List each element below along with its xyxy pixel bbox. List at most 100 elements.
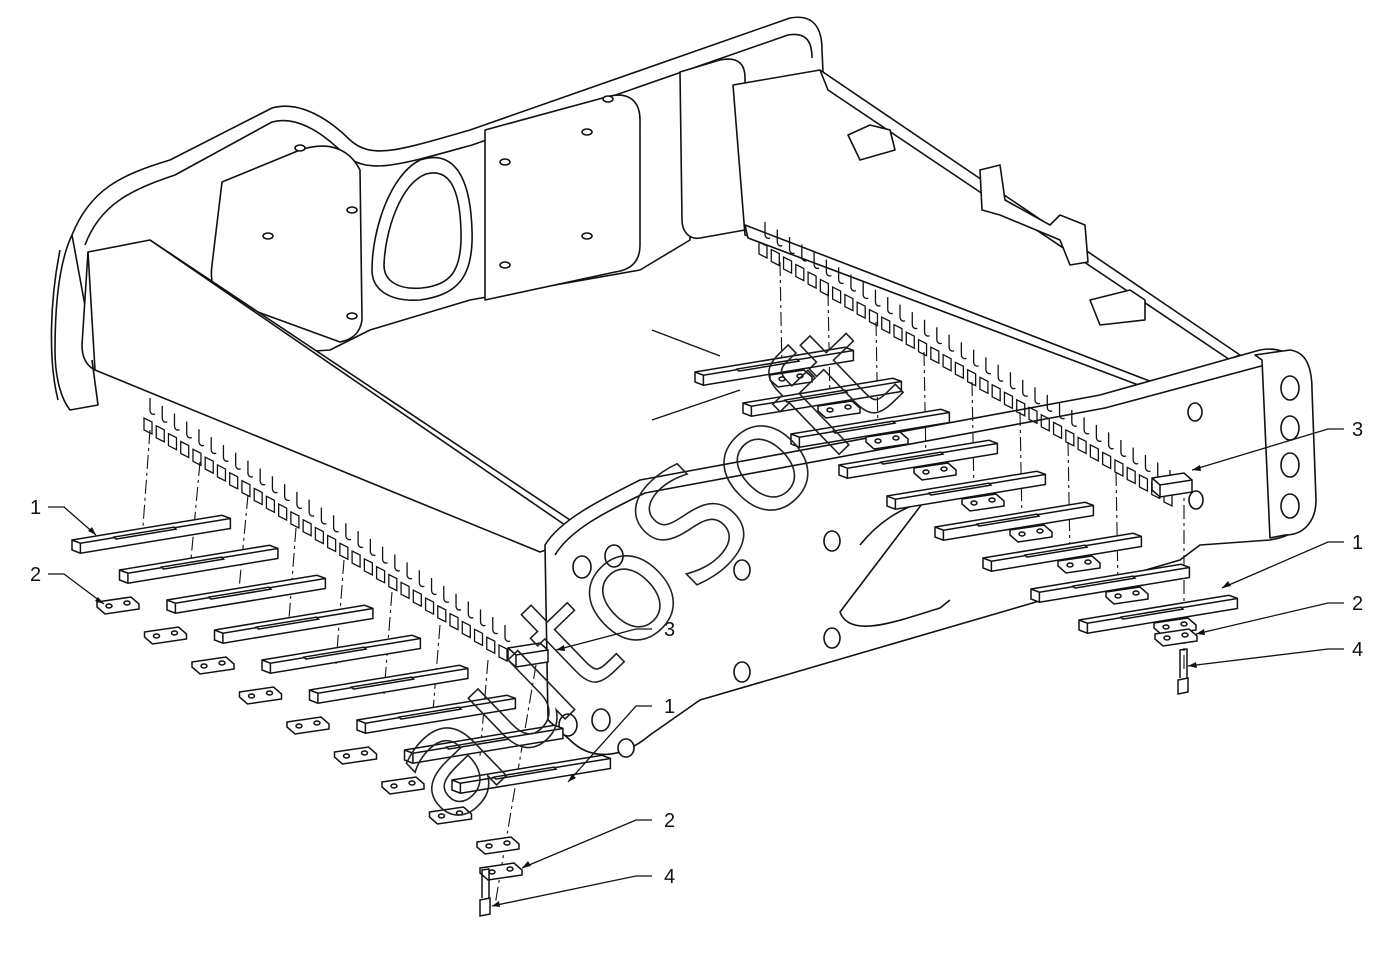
- left-plate-10: [479, 862, 523, 881]
- right-comb-tab-32: [1144, 454, 1151, 472]
- left-comb-tab-20: [381, 546, 388, 564]
- left-slat-9-slot: [492, 766, 558, 780]
- left-comb-tab-16: [332, 515, 339, 533]
- left-slat-8-slot: [444, 736, 511, 750]
- right-comb-tooth-23: [1028, 406, 1038, 425]
- left-comb-tab-22: [406, 562, 413, 580]
- right-plate-8-hole-b: [1132, 590, 1140, 596]
- right-plate-6-hole-b: [1036, 528, 1044, 534]
- left-plate-3: [191, 656, 235, 675]
- dashed-line-16: [1067, 441, 1071, 557]
- left-plate-4-hole-b: [265, 690, 274, 696]
- left-comb-tab-24: [430, 578, 437, 596]
- left-exploded-parts: [71, 514, 612, 881]
- right-slat-5-edge: [886, 473, 1046, 510]
- mounting-holes: [262, 95, 1300, 758]
- left-comb-tooth-5: [192, 448, 202, 467]
- left-comb-tooth-10: [253, 487, 263, 506]
- right-plate-8-hole-a: [1114, 593, 1122, 599]
- callout-mid-3: 3: [664, 619, 675, 641]
- left-plate-5-hole-a: [295, 723, 303, 729]
- right-comb-tab-5: [813, 252, 820, 270]
- right-slat-9-slot: [1119, 606, 1185, 620]
- right-comb-tab-19: [985, 357, 992, 375]
- right-slat-6-edge: [934, 504, 1094, 541]
- left-plate-8-hole-a: [437, 813, 446, 819]
- right-comb-tab-26: [1071, 409, 1078, 427]
- back-panel-center: [484, 94, 641, 301]
- right-slat-7-slot: [1023, 544, 1089, 558]
- left-comb-tooth-16: [326, 534, 337, 553]
- left-comb-tooth-12: [278, 503, 288, 522]
- right-comb-tooth-10: [868, 308, 879, 327]
- callout-right-4: 4: [1352, 639, 1363, 661]
- right-comb-tab-29: [1107, 432, 1114, 450]
- left-comb-tooth-3: [167, 432, 178, 451]
- right-comb-tooth-29: [1101, 451, 1112, 470]
- left-comb-tooth-20: [375, 565, 386, 584]
- right-slat-1-slot: [735, 358, 801, 372]
- left-comb-tooth-29: [486, 636, 496, 655]
- right-comb-tooth-8: [844, 293, 854, 312]
- right-comb-tooth-11: [881, 316, 891, 335]
- right-comb-tooth-22: [1016, 398, 1026, 417]
- left-plate-10-hole-a: [488, 869, 496, 875]
- right-comb-tab-2: [776, 229, 783, 247]
- left-comb-tooth-21: [388, 573, 398, 592]
- left-comb-tab-30: [504, 625, 511, 643]
- right-plate-2-hole-a: [826, 407, 834, 413]
- left-slat-8-edge: [404, 727, 564, 764]
- right-comb-tooth-13: [905, 331, 915, 350]
- dashed-line-10: [779, 261, 783, 373]
- left-slat-6-edge: [309, 667, 469, 704]
- left-comb-tooth-30: [498, 643, 508, 663]
- right-plate-1-hole-b: [796, 373, 804, 379]
- right-comb-tab-25: [1058, 402, 1065, 420]
- callout-right-1: 1: [1352, 532, 1363, 554]
- left-comb-tooth-13: [290, 510, 300, 529]
- left-comb-tab-27: [467, 601, 474, 619]
- left-plate-4-hole-a: [247, 693, 256, 699]
- left-comb-tooth-28: [473, 628, 484, 647]
- dashed-line-2: [189, 461, 201, 571]
- dashed-line-1: [141, 429, 151, 541]
- right-comb-tab-13: [911, 312, 918, 330]
- left-plate-2: [143, 626, 188, 645]
- left-comb-tooth-25: [437, 604, 447, 623]
- left-plate-6-hole-b: [360, 750, 369, 756]
- left-comb-tab-19: [369, 538, 376, 556]
- left-comb-tab-18: [357, 531, 364, 549]
- left-comb-tooth-9: [241, 479, 251, 498]
- right-slat-6-slot: [975, 513, 1041, 527]
- right-slat-8-edge: [1030, 566, 1190, 603]
- right-comb-tooth-12: [893, 323, 903, 342]
- left-slat-1-slot: [112, 526, 178, 540]
- left-slat-5-slot: [302, 646, 368, 660]
- right-comb-tab-9: [862, 282, 869, 300]
- left-comb-tooth-15: [314, 526, 325, 545]
- left-comb-tab-5: [198, 429, 205, 447]
- left-comb-tab-14: [308, 499, 315, 517]
- left-comb-tab-3: [173, 413, 180, 431]
- right-plate-3-hole-a: [874, 438, 882, 444]
- left-comb-tooth-27: [461, 620, 471, 639]
- left-comb-tab-10: [259, 468, 266, 486]
- dashed-line-15: [1019, 411, 1023, 525]
- right-comb-tab-28: [1095, 424, 1102, 442]
- left-comb-tooth-23: [412, 589, 422, 608]
- right-slat-3-slot: [831, 420, 897, 434]
- right-comb-tooth-17: [954, 361, 965, 380]
- left-plate-5-hole-b: [313, 720, 321, 726]
- right-comb-tooth-28: [1089, 443, 1100, 462]
- dashed-line-14: [971, 381, 975, 495]
- right-comb-tab-14: [923, 319, 930, 337]
- right-comb-tooth-18: [966, 368, 977, 387]
- right-comb-tooth-24: [1040, 413, 1050, 432]
- right-plate-10-hole-a: [1163, 635, 1171, 641]
- right-slat-9-edge: [1078, 597, 1238, 634]
- left-slat-3-edge: [166, 577, 326, 614]
- right-plate-4-hole-b: [940, 466, 948, 472]
- right-slat-4-slot: [879, 451, 945, 465]
- left-plate-1-hole-b: [123, 600, 131, 606]
- frame-assembly: [50, 16, 1317, 756]
